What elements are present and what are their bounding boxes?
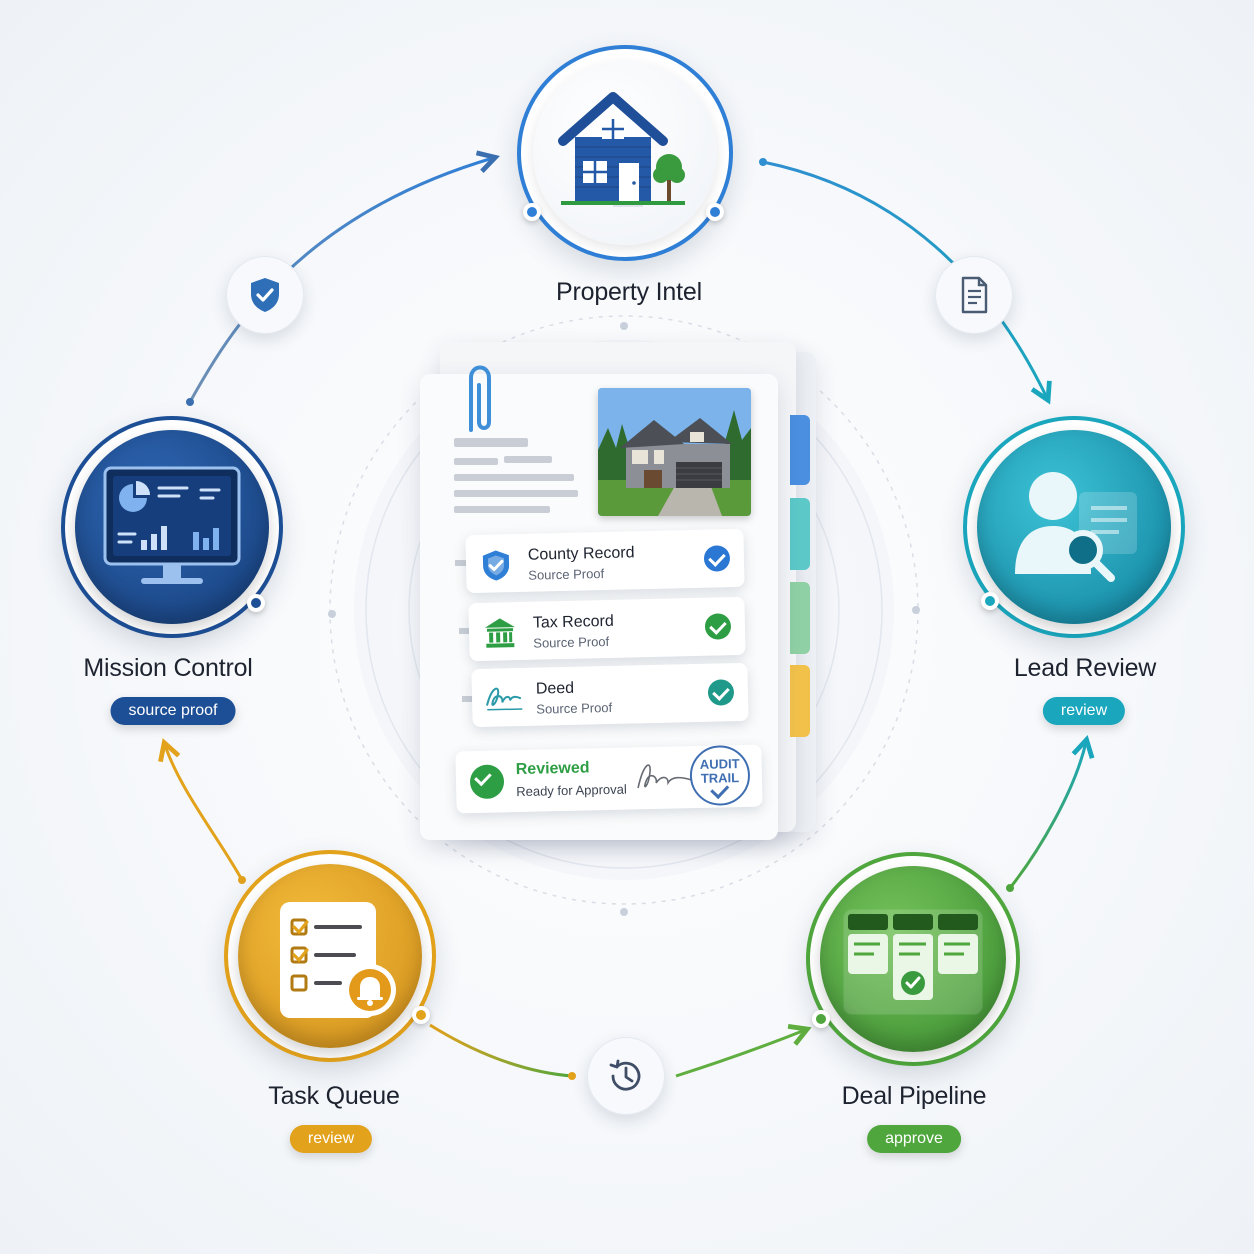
dashboard-monitor-icon	[103, 466, 241, 584]
house-icon	[558, 92, 685, 207]
check-circle-icon	[469, 764, 505, 800]
status-card-reviewed[interactable]: Reviewed Ready for Approval AUDIT TRAIL	[455, 744, 763, 814]
label-deal-pipeline: Deal Pipeline	[841, 1082, 987, 1110]
audit-trail-stamp: AUDIT TRAIL	[689, 744, 751, 807]
check-icon	[704, 613, 732, 640]
label-task-queue: Task Queue	[268, 1082, 400, 1110]
status-subtitle: Ready for Approval	[516, 781, 627, 800]
tag-lead-review: review	[1042, 697, 1126, 725]
document-icon	[961, 276, 988, 314]
check-icon	[703, 545, 731, 572]
node-deal-pipeline[interactable]	[806, 852, 1020, 1066]
record-subtitle: Source Proof	[536, 699, 613, 717]
bank-building-icon	[484, 618, 515, 648]
tag-deal-pipeline: approve	[867, 1125, 961, 1153]
tab-blue[interactable]	[790, 415, 810, 485]
record-title: Tax Record	[532, 612, 614, 632]
person-search-icon	[1015, 472, 1137, 582]
signature-icon	[486, 687, 523, 711]
connector-history	[587, 1037, 665, 1115]
connector-shield	[226, 256, 304, 334]
shield-check-icon	[251, 278, 279, 312]
label-mission-control: Mission Control	[83, 654, 253, 682]
status-title: Reviewed	[515, 759, 590, 779]
label-property-intel: Property Intel	[556, 278, 702, 306]
record-card-county[interactable]: County Record Source Proof	[465, 528, 745, 594]
tab-green[interactable]	[790, 582, 810, 654]
property-photo	[598, 388, 751, 516]
tab-yellow[interactable]	[790, 665, 810, 737]
node-property-intel[interactable]	[517, 45, 733, 261]
record-card-deed[interactable]: Deed Source Proof	[471, 662, 749, 728]
node-lead-review[interactable]	[963, 416, 1185, 638]
record-title: County Record	[527, 544, 635, 564]
tag-task-queue: review	[289, 1125, 373, 1153]
checklist-bell-icon	[280, 902, 396, 1018]
kanban-board-icon	[843, 909, 983, 1015]
label-lead-review: Lead Review	[1013, 654, 1157, 682]
signature-icon	[637, 764, 693, 789]
record-title: Deed	[535, 679, 575, 698]
tag-mission-control: source proof	[110, 697, 236, 725]
node-task-queue[interactable]	[224, 850, 436, 1062]
check-icon	[707, 679, 735, 706]
node-mission-control[interactable]	[61, 416, 283, 638]
record-subtitle: Source Proof	[533, 633, 610, 651]
tab-teal[interactable]	[790, 498, 810, 570]
history-clock-icon	[609, 1059, 641, 1091]
connector-document	[935, 256, 1013, 334]
shield-check-icon	[482, 550, 510, 581]
record-card-tax[interactable]: Tax Record Source Proof	[468, 596, 746, 662]
record-subtitle: Source Proof	[528, 566, 605, 583]
